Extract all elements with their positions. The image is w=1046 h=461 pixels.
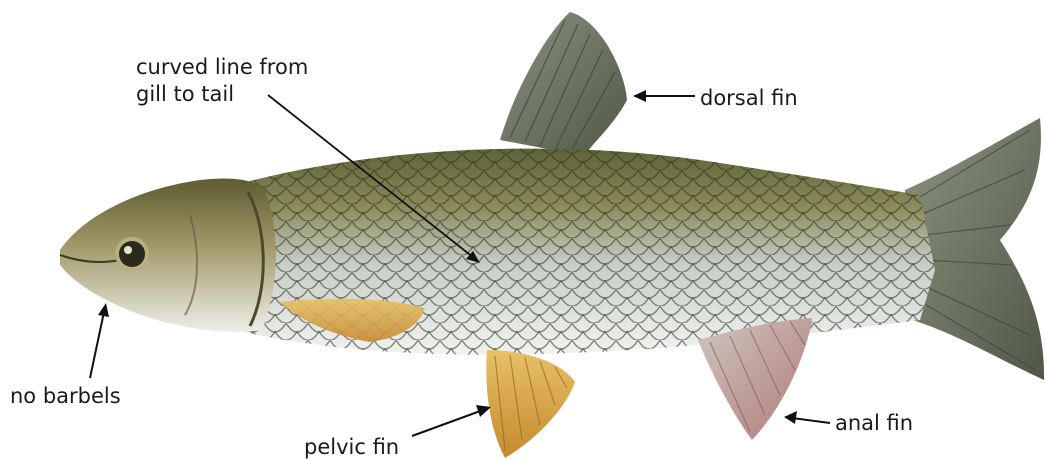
label-anal-fin: anal fin	[835, 410, 913, 437]
pointer-no-barbels	[90, 303, 109, 378]
eye-icon	[117, 239, 147, 269]
label-no-barbels: no barbels	[10, 383, 121, 410]
label-pelvic-fin: pelvic fin	[304, 434, 399, 461]
dorsal-fin	[500, 12, 627, 156]
fish-head	[60, 178, 276, 331]
label-dorsal-fin: dorsal fin	[700, 85, 798, 112]
pelvic-fin	[486, 350, 575, 458]
label-lateral-line: curved line from gill to tail	[136, 54, 308, 108]
label-lateral-line-2: gill to tail	[136, 81, 308, 108]
pointer-dorsal-fin	[633, 90, 695, 102]
pointer-anal-fin	[784, 411, 830, 424]
label-lateral-line-1: curved line from	[136, 54, 308, 81]
pointer-pelvic-fin	[412, 405, 491, 436]
